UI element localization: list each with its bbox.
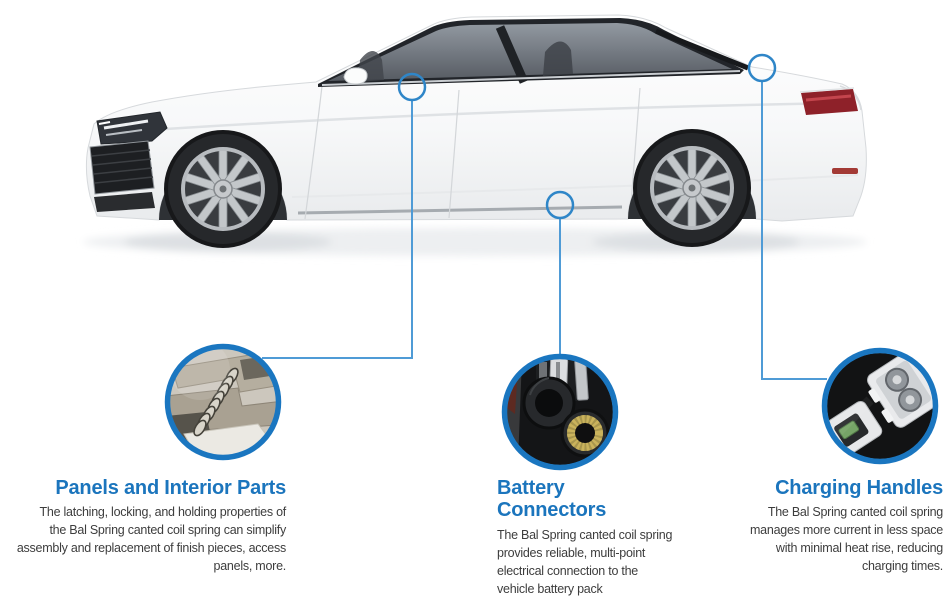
front-grille xyxy=(89,140,155,212)
section-title-panels: Panels and Interior Parts xyxy=(55,477,286,499)
thumbnail-ring-charging xyxy=(821,347,939,465)
section-charging: Charging Handles The Bal Spring canted c… xyxy=(688,477,943,575)
marker-circle-panels xyxy=(397,72,427,102)
marker-circle-charging xyxy=(747,53,777,83)
section-battery: Battery Connectors The Bal Spring canted… xyxy=(497,477,697,598)
callout-line-charging xyxy=(761,81,827,380)
hotspot-markers xyxy=(397,53,777,220)
taillight xyxy=(799,87,858,174)
section-body-charging: The Bal Spring canted coil spring manage… xyxy=(750,505,943,573)
section-body-panels: The latching, locking, and holding prope… xyxy=(16,505,286,573)
rear-wheel xyxy=(632,128,752,248)
thumbnail-ring-panels xyxy=(164,343,282,461)
section-title-battery: Battery Connectors xyxy=(497,477,607,521)
charging-handle-photo xyxy=(821,347,939,465)
callout-lines xyxy=(262,81,827,380)
section-body-battery: The Bal Spring canted coil spring provid… xyxy=(497,528,673,596)
headlight xyxy=(96,111,168,145)
latch-spring-photo xyxy=(164,343,282,461)
car-windows xyxy=(318,18,749,87)
battery-connector-photo xyxy=(501,353,619,471)
side-mirror xyxy=(343,67,368,85)
thumbnail-ring-battery xyxy=(501,353,619,471)
section-title-charging: Charging Handles xyxy=(775,477,943,499)
callout-line-panels xyxy=(262,100,413,359)
section-panels: Panels and Interior Parts The latching, … xyxy=(0,477,286,575)
marker-circle-battery xyxy=(545,190,575,220)
front-wheel xyxy=(163,129,283,249)
